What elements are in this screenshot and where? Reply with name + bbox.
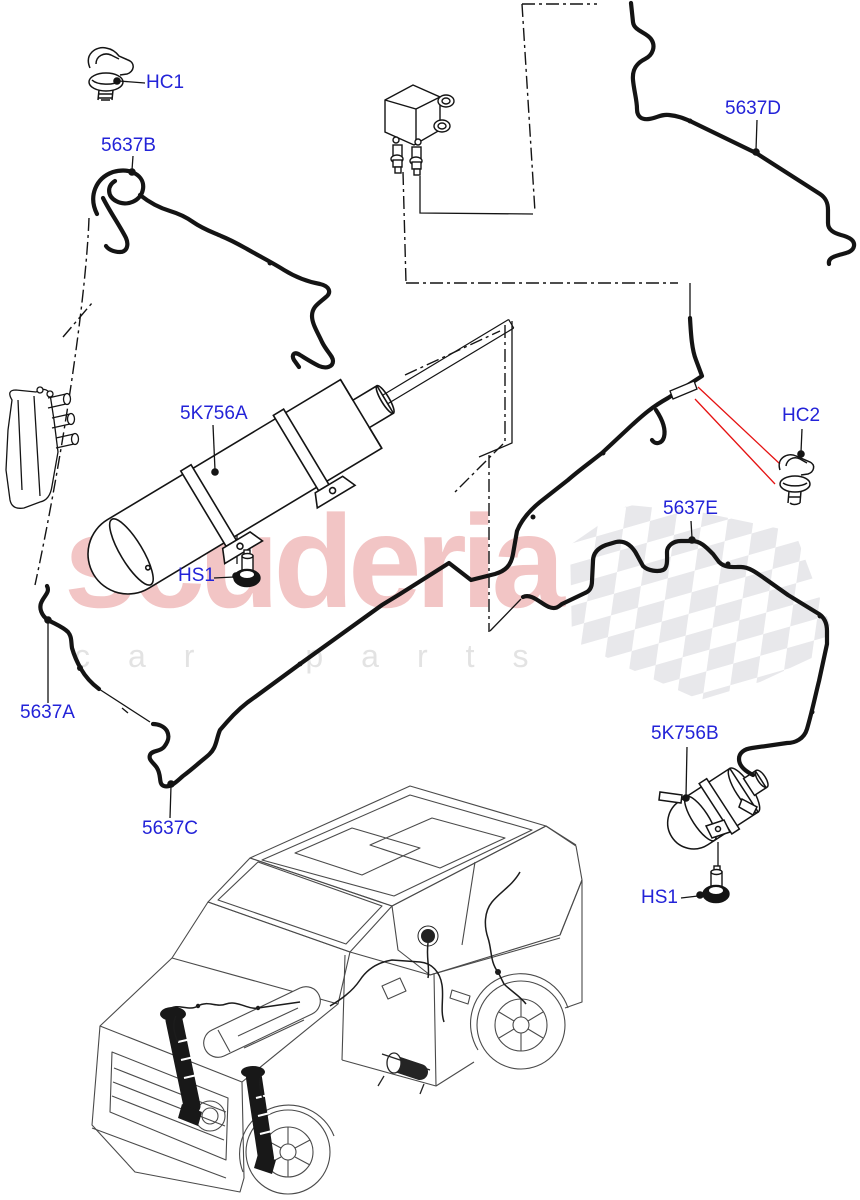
pipe-5637d: [628, 0, 857, 267]
screw-hs1-b: [702, 865, 730, 904]
watermark-checker-flag: [570, 505, 830, 700]
callout-hs1-a: HS1: [178, 565, 215, 586]
callout-5k756b: 5K756B: [651, 723, 719, 744]
callout-5637d: 5637D: [725, 98, 781, 119]
hose-clip-hc2: [778, 454, 815, 506]
vehicle-illustration: [91, 785, 583, 1195]
callout-5637a: 5637A: [20, 702, 75, 723]
callout-hc2: HC2: [782, 405, 821, 426]
callout-hc1: HC1: [146, 72, 185, 93]
callout-5637b: 5637B: [101, 135, 156, 156]
callout-leaders: [44, 77, 805, 899]
screw-hs1-a: [233, 549, 261, 588]
compressor-unit: [5, 386, 80, 509]
valve-block: [384, 84, 455, 176]
callout-5k756a: 5K756A: [180, 403, 248, 424]
hose-clip-hc1: [87, 46, 134, 101]
air-reservoir-5k756a: [87, 318, 515, 595]
vehicle-suspension-parts: [160, 871, 527, 1174]
callout-5637e: 5637E: [663, 498, 718, 519]
red-leader-lines: [694, 386, 781, 485]
callout-hs1-b: HS1: [641, 887, 678, 908]
watermark-tagline-text: car parts: [74, 638, 567, 674]
callout-5637c: 5637C: [142, 818, 198, 839]
pipe-fittings: [77, 118, 823, 715]
pipe-5637b: [91, 168, 146, 217]
pipe-5637c-5637a: [147, 315, 705, 789]
